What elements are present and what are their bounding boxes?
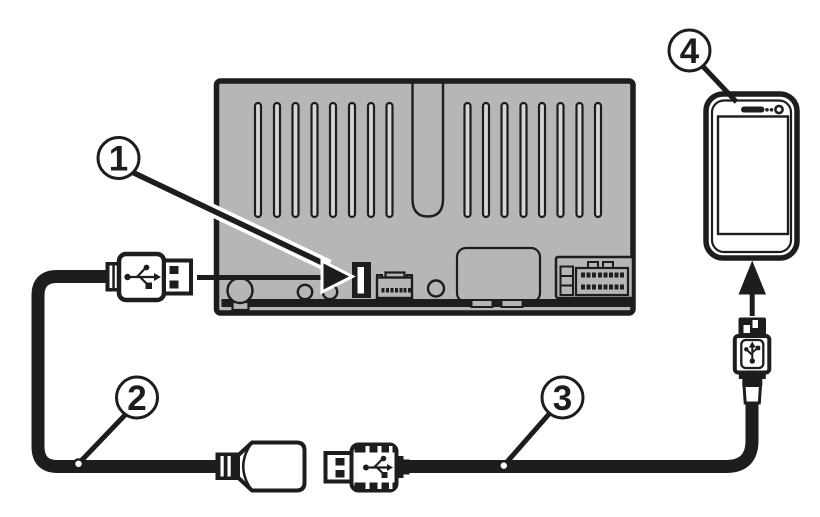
callouts: 1 2 3 4 (72, 28, 739, 472)
usb-a-plug (105, 251, 193, 303)
connector-pins (581, 272, 624, 290)
cable-collar (396, 456, 404, 478)
vent-slot (519, 101, 528, 219)
callout-3-bubble (540, 375, 585, 420)
vent-slot (575, 101, 584, 219)
smartphone (703, 91, 800, 261)
callout-2-anchor-dot (72, 458, 85, 470)
harness-connector (554, 255, 635, 300)
micro-usb-plug (732, 317, 772, 405)
cable-collar (215, 452, 239, 480)
vent-slots-left (253, 101, 394, 219)
rail-tab (500, 299, 524, 308)
vent-slot (328, 101, 338, 219)
vent-slot (253, 101, 263, 219)
usb-trident-icon (744, 341, 761, 364)
arrowhead (320, 258, 356, 295)
vent-slot (556, 101, 565, 219)
vent-slot (593, 101, 603, 219)
vent-slot (463, 101, 472, 219)
screw-hole (426, 279, 446, 298)
usb-trident-icon (124, 264, 161, 289)
screw-hole (296, 283, 314, 301)
cable-collar (403, 459, 410, 475)
callout-4-leader (701, 64, 739, 104)
vent-slot (481, 101, 491, 219)
bottom-rail (221, 299, 632, 307)
vent-slot (385, 101, 394, 219)
plug-contact (335, 458, 345, 466)
phone-screen (716, 115, 790, 236)
center-notch (411, 83, 445, 218)
plug-metal-shell (162, 258, 193, 296)
callout-3-leader (504, 411, 552, 465)
phone-usb-cable (323, 260, 772, 493)
vent-slot (310, 101, 319, 219)
callout-1-leader (131, 170, 331, 269)
usb-extension-cable (31, 251, 307, 493)
vent-slots-right (463, 101, 603, 219)
plug-metal-shell (738, 317, 766, 337)
cable-cord (404, 402, 759, 473)
cable-collar (742, 379, 763, 386)
usb-a-receptacle (215, 440, 307, 493)
earpiece-speaker (741, 106, 765, 113)
usb-a-plug (323, 442, 410, 493)
receptacle-shell (236, 440, 307, 493)
usb-trident-icon (363, 455, 393, 478)
vent-slot (347, 101, 357, 219)
mount-stud (226, 276, 254, 305)
connector-pins (381, 288, 411, 293)
callout-1-number: 1 (109, 140, 128, 179)
sensor-dot (765, 108, 769, 112)
vent-slot (291, 101, 300, 219)
callout-2-bubble (115, 375, 159, 420)
callout-4-bubble (667, 28, 712, 73)
cable-cord (31, 270, 217, 473)
insert-arrow (130, 166, 356, 295)
callout-4-number: 4 (680, 32, 700, 71)
callout-2-number: 2 (127, 379, 146, 418)
vent-slot (366, 101, 376, 219)
receptacle-face-curve (242, 441, 254, 492)
front-camera (774, 104, 784, 115)
callout-3-number: 3 (553, 379, 572, 418)
callout-1-bubble (96, 136, 141, 180)
usb-port-slot (357, 267, 364, 294)
rail-tab (470, 299, 494, 308)
plug-contact (169, 280, 179, 289)
trident-frame (740, 338, 765, 370)
vent-slot (537, 101, 547, 219)
grip-ridges (354, 446, 395, 489)
vent-slot (500, 101, 509, 219)
cable-collar (738, 372, 766, 379)
usb-input-port (352, 262, 371, 298)
strain-relief (742, 384, 763, 405)
arrowhead (738, 260, 766, 295)
sensor-dot (769, 108, 774, 112)
plug-contact (169, 266, 179, 274)
small-pin-connector (375, 271, 414, 300)
callout-3-anchor-dot (498, 460, 510, 472)
callout-2-leader (79, 412, 128, 463)
vent-slot (272, 101, 282, 219)
plug-contact (335, 470, 345, 478)
phone-inner-edge (710, 99, 793, 254)
connect-arrow-up (738, 260, 766, 316)
